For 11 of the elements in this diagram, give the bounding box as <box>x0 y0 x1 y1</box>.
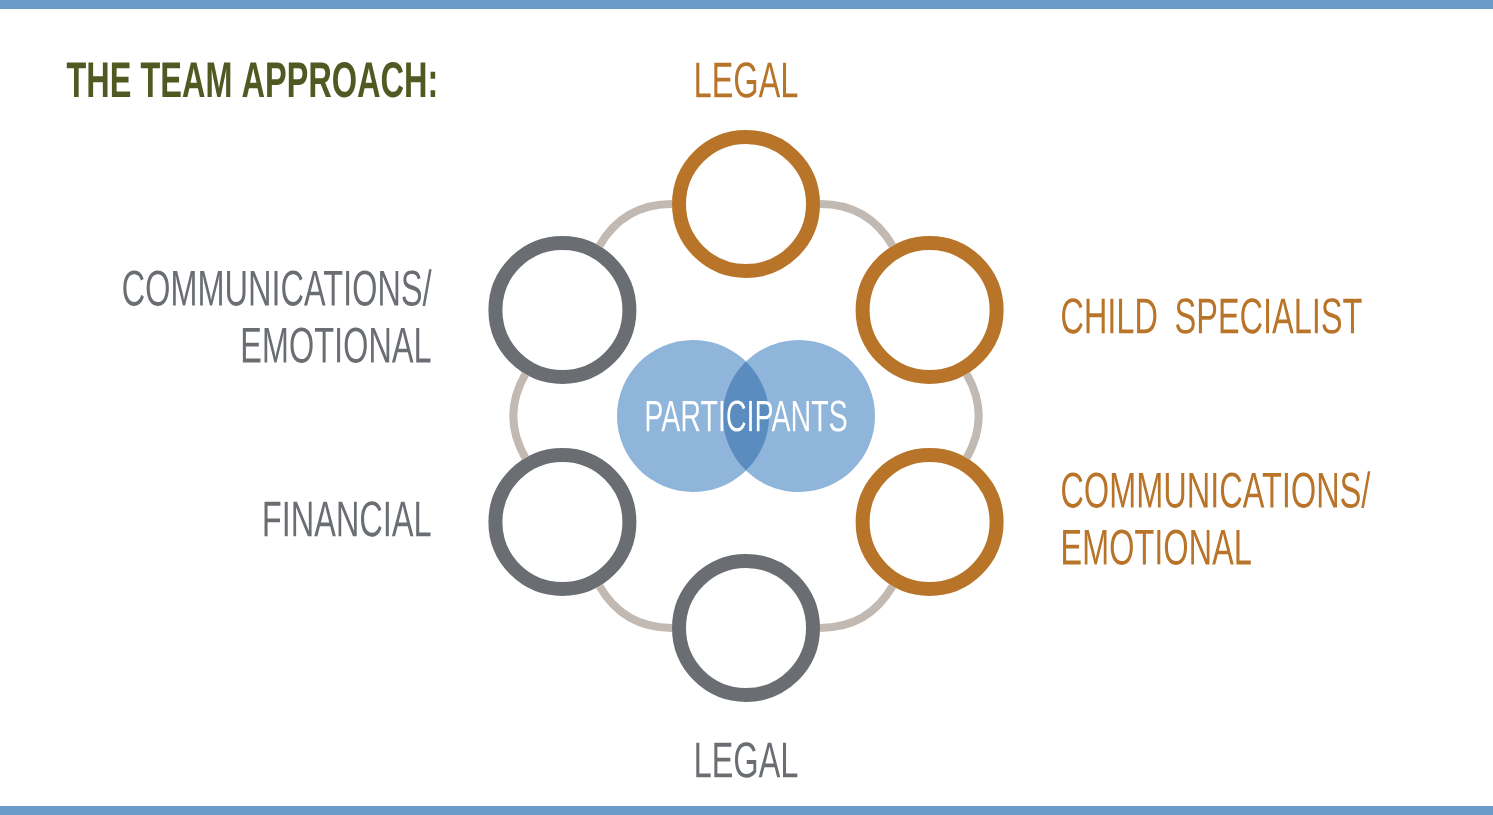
role-label: LEGAL <box>696 62 798 98</box>
title: THE TEAM APPROACH: <box>66 62 436 98</box>
role-label: LEGAL <box>696 742 798 778</box>
ring-segment <box>509 372 529 460</box>
ring-segment <box>819 200 896 249</box>
ring-segment <box>819 583 896 632</box>
role-label: CHILD SPECIALIST <box>1062 298 1362 334</box>
role-label: FINANCIAL <box>264 501 431 537</box>
ring-segment <box>963 372 983 460</box>
role-label: COMMUNICATIONS/ EMOTIONAL <box>1062 471 1371 565</box>
role-label: COMMUNICATIONS/ EMOTIONAL <box>123 269 432 363</box>
